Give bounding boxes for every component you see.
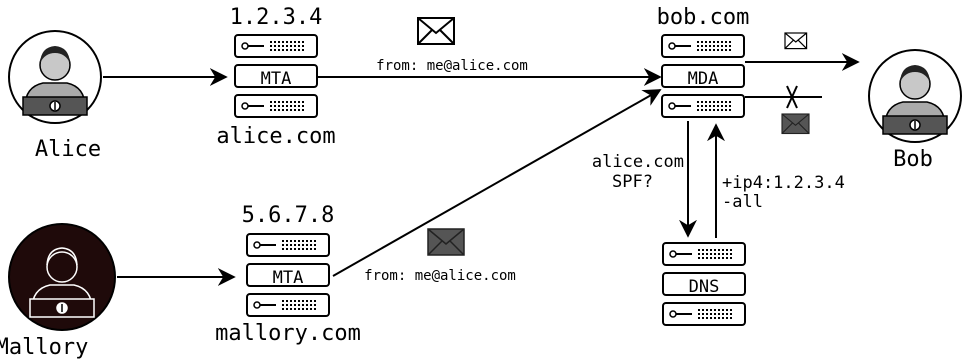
alice-mta-ip: 1.2.3.4 [230, 5, 323, 30]
bob-mda-label: MDA [688, 69, 719, 89]
dns-answer-line1: +ip4:1.2.3.4 [722, 173, 845, 193]
mallory-avatar [8, 223, 116, 331]
dns-query-line1: alice.com [592, 152, 684, 172]
bob-avatar [868, 49, 962, 143]
block-mark-icon-b [786, 85, 798, 109]
alice-from-label: from: me@alice.com [376, 58, 528, 74]
dns-query-line2: SPF? [612, 172, 653, 192]
bob-label: Bob [893, 147, 933, 172]
bob-domain: bob.com [657, 5, 750, 30]
mallory-label: Mallory [0, 335, 88, 360]
envelope-icon [417, 17, 455, 45]
delivered-envelope-icon [784, 32, 808, 50]
mallory-mta-ip: 5.6.7.8 [242, 203, 335, 228]
alice-mta-domain: alice.com [216, 124, 335, 149]
dns-answer-line2: -all [722, 192, 763, 212]
mallory-from-label: from: me@alice.com [364, 268, 516, 284]
alice-mta-label: MTA [261, 69, 292, 89]
rejected-envelope-icon [781, 113, 810, 135]
alice-label: Alice [35, 137, 101, 162]
mallory-mta-label: MTA [273, 268, 304, 288]
mallory-mta-domain: mallory.com [215, 321, 361, 346]
alice-avatar [8, 30, 102, 124]
spoofed-envelope-icon [427, 228, 465, 256]
arrow-mallory-mta-to-mda [332, 89, 662, 277]
dns-label: DNS [689, 277, 720, 297]
